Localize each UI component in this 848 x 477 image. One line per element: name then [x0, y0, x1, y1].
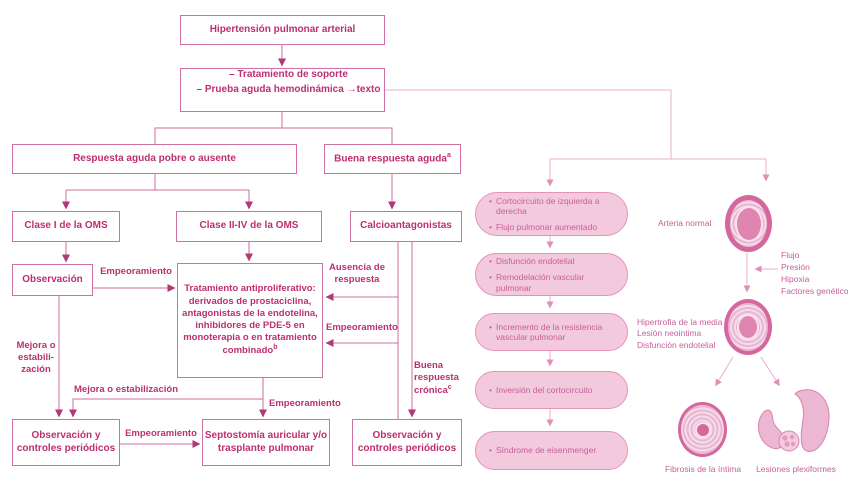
observation-text: Observación	[22, 273, 83, 285]
step-shunt-reversal: •Inversión del cortocircuito	[475, 371, 628, 409]
bullet-icon: •	[489, 222, 492, 233]
step-eisenmenger-syndrome: •Síndrome de eisenmenger	[475, 431, 628, 470]
step-endothelial-dysfunction: •Disfunción endotelial •Remodelación vas…	[475, 253, 628, 296]
poor-response-text: Respuesta aguda pobre o ausente	[73, 152, 236, 164]
good-acute-text: Buena respuesta agudaa	[334, 151, 451, 165]
label-worsening-bottom: Empeoramiento	[125, 428, 197, 439]
box-observation: Observación	[12, 264, 93, 296]
box-periodic-observation-left: Observación y controles periódicos	[12, 419, 120, 466]
label-intimal-fibrosis: Fibrosis de la íntima	[664, 464, 742, 474]
support-line-2: – Prueba aguda hemodinámica →texto	[196, 83, 381, 95]
label-good-chronic-response: Buena respuesta crónicac	[414, 360, 459, 397]
antiproliferative-text: Tratamiento antiproliferativo: derivados…	[182, 283, 318, 357]
bullet-icon: •	[489, 321, 492, 332]
intimal-fibrosis-illustration	[678, 402, 727, 457]
label-worsening-central: Empeoramiento	[269, 398, 341, 409]
bullet-icon: •	[489, 256, 492, 267]
label-improvement-stabilization-horizontal: Mejora o estabilización	[74, 384, 178, 395]
artery-lumen	[739, 316, 757, 338]
footnote-b: b	[273, 344, 278, 352]
box-who-class-1: Clase I de la OMS	[12, 211, 120, 242]
step-increased-resistance: •Incremento de la resistencia vascular p…	[475, 313, 628, 351]
calcium-antagonists-text: Calcioantagonistas	[360, 220, 452, 232]
label-plexiform-lesions: Lesiones plexiformes	[756, 464, 836, 474]
support-line-1: – Tratamiento de soporte	[229, 69, 348, 80]
label-worsening-right: Empeoramiento	[326, 322, 398, 333]
bullet-icon: •	[489, 384, 492, 395]
label-no-response: Ausencia de respuesta	[329, 262, 385, 285]
box-periodic-observation-right: Observación y controles periódicos	[352, 419, 462, 466]
label-media-hypertrophy: Hipertrofia de la media Lesión neointima…	[637, 317, 723, 350]
bullet-icon: •	[489, 272, 492, 283]
media-hypertrophy-illustration	[724, 299, 772, 355]
box-good-acute-response: Buena respuesta agudaa	[324, 144, 461, 174]
footnote-c: c	[447, 383, 452, 391]
bullet-icon: •	[489, 445, 492, 456]
box-calcium-antagonists: Calcioantagonistas	[350, 211, 462, 242]
label-improvement-stabilization-vertical: Mejora o estabili- zación	[16, 340, 56, 375]
box-poor-acute-response: Respuesta aguda pobre o ausente	[12, 144, 297, 174]
footnote-a: a	[446, 151, 451, 159]
bullet-icon: •	[489, 195, 492, 206]
label-normal-artery: Arteria normal	[658, 218, 712, 228]
artery-lumen	[736, 207, 761, 240]
who-class-1-text: Clase I de la OMS	[24, 220, 108, 232]
septostomy-text: Septostomía auricular y/o trasplante pul…	[204, 429, 328, 454]
label-worsening-observation: Empeoramiento	[100, 266, 172, 277]
box-septostomy-transplant: Septostomía auricular y/o trasplante pul…	[202, 419, 330, 466]
box-who-class-2-4: Clase II-IV de la OMS	[176, 211, 322, 242]
step-shunt-increased-flow: •Cortocircuito de izquierda a derecha •F…	[475, 192, 628, 236]
periodic-left-text: Observación y controles periódicos	[16, 429, 116, 454]
normal-artery-illustration	[725, 195, 772, 252]
box-supportive-treatment: – Tratamiento de soporte – Prueba aguda …	[180, 68, 385, 112]
box-pulmonary-arterial-hypertension: Hipertensión pulmonar arterial	[180, 15, 385, 45]
periodic-right-text: Observación y controles periódicos	[357, 429, 457, 454]
who-class-2-4-text: Clase II-IV de la OMS	[199, 220, 299, 232]
plexiform-lesion-illustration	[758, 389, 830, 452]
title-text: Hipertensión pulmonar arterial	[209, 23, 356, 35]
artery-lumen	[696, 423, 709, 436]
label-risk-factors: Flujo Presión Hipoxia Factores genéticos	[781, 250, 848, 296]
box-antiproliferative-treatment: Tratamiento antiproliferativo: derivados…	[177, 263, 323, 378]
